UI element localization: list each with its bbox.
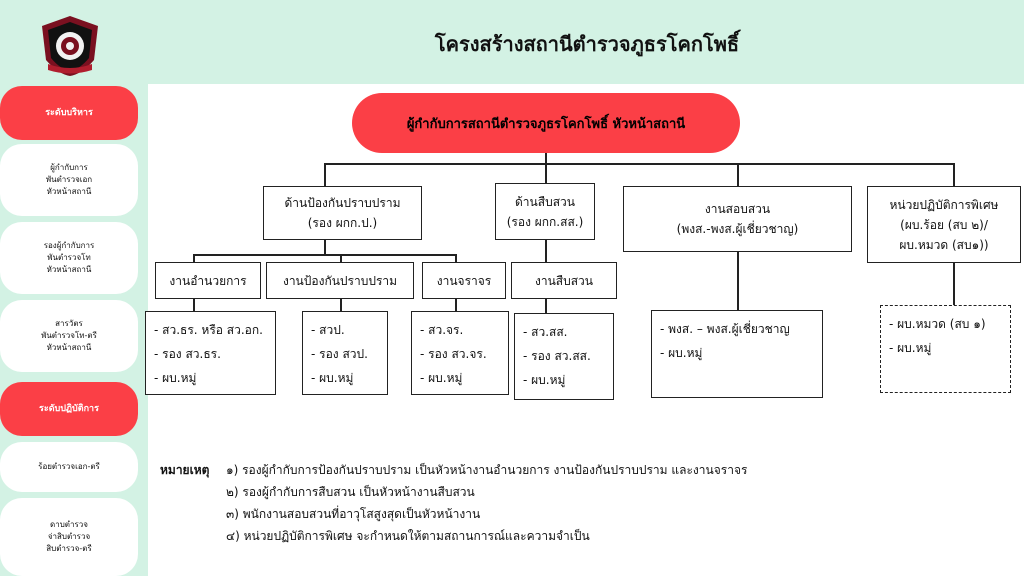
list-inquiry-staff: - พงส. – พงส.ผู้เชี่ยวชาญ - ผบ.หมู่ (651, 310, 823, 398)
unit-administration: งานอำนวยการ (155, 262, 261, 299)
list-prevention-staff: - สวป. - รอง สวป. - ผบ.หมู่ (302, 311, 388, 395)
sidebar-item-admin-level[interactable]: ระดับบริหาร (0, 86, 138, 140)
notes-label: หมายเหตุ (160, 463, 210, 477)
note-item: ๓) พนักงานสอบสวนที่อาวุโสสูงสุดเป็นหัวหน… (226, 507, 481, 521)
sidebar-item-operational-level[interactable]: ระดับปฏิบัติการ (0, 382, 138, 436)
unit-investigation: งานสืบสวน (511, 262, 617, 299)
list-investigation-staff: - สว.สส. - รอง สว.สส. - ผบ.หมู่ (514, 313, 614, 400)
note-item: ๑) รองผู้กำกับการป้องกันปราบปราม เป็นหัว… (226, 463, 748, 477)
page-title: โครงสร้างสถานีตำรวจภูธรโคกโพธิ์ (434, 32, 740, 56)
sidebar-item-sergeant[interactable]: ดาบตำรวจ จ่าสิบตำรวจ สิบตำรวจ-ตรี (0, 498, 138, 576)
root-node-superintendent: ผู้กำกับการสถานีตำรวจภูธรโคกโพธิ์ หัวหน้… (352, 93, 740, 153)
note-item: ๔) หน่วยปฏิบัติการพิเศษ จะกำหนดให้ตามสถา… (226, 529, 590, 543)
sidebar-item-inspector[interactable]: สารวัตร พันตำรวจโท-ตรี หัวหน้าสถานี (0, 300, 138, 372)
division-special-operations: หน่วยปฏิบัติการพิเศษ (ผบ.ร้อย (สบ ๒)/ ผบ… (867, 186, 1021, 263)
list-administration-staff: - สว.ธร. หรือ สว.อก. - รอง สว.ธร. - ผบ.ห… (145, 311, 276, 395)
sidebar: ระดับบริหาร ผู้กำกับการ พันตำรวจเอก หัวห… (0, 84, 148, 576)
header-bar: โครงสร้างสถานีตำรวจภูธรโคกโพธิ์ (0, 0, 1024, 84)
division-investigation: ด้านสืบสวน (รอง ผกก.สส.) (495, 183, 595, 240)
police-emblem-icon (42, 16, 98, 76)
list-traffic-staff: - สว.จร. - รอง สว.จร. - ผบ.หมู่ (411, 311, 509, 395)
sidebar-item-deputy-superintendent[interactable]: รองผู้กำกับการ พันตำรวจโท หัวหน้าสถานี (0, 222, 138, 294)
sidebar-item-superintendent[interactable]: ผู้กำกับการ พันตำรวจเอก หัวหน้าสถานี (0, 144, 138, 216)
division-inquiry: งานสอบสวน (พงส.-พงส.ผู้เชี่ยวชาญ) (623, 186, 852, 252)
division-prevention: ด้านป้องกันปราบปราม (รอง ผกก.ป.) (263, 186, 422, 240)
note-item: ๒) รองผู้กำกับการสืบสวน เป็นหัวหน้างานสื… (226, 485, 475, 499)
unit-traffic: งานจราจร (422, 262, 506, 299)
sidebar-item-lieutenant[interactable]: ร้อยตำรวจเอก-ตรี (0, 442, 138, 492)
list-special-operations-staff: - ผบ.หมวด (สบ ๑) - ผบ.หมู่ (880, 305, 1011, 393)
unit-prevention: งานป้องกันปราบปราม (266, 262, 414, 299)
